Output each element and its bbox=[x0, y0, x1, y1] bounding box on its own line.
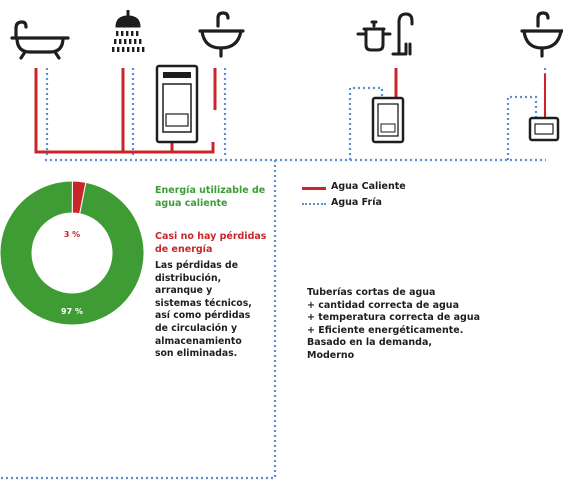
shower-icon bbox=[112, 10, 145, 52]
large-water-heater-icon bbox=[155, 64, 199, 144]
no-losses-title: Casi no hay pérdidas de energía bbox=[155, 231, 267, 255]
legend-cold-label: Agua Fría bbox=[331, 197, 382, 208]
sink-icon bbox=[198, 11, 245, 58]
benefits-block: Tuberías cortas de agua + cantidad corre… bbox=[307, 287, 527, 363]
small-water-heater-icon bbox=[528, 116, 560, 142]
legend-cold-line bbox=[302, 203, 326, 205]
donut-slice-label: 97 % bbox=[61, 307, 83, 316]
benefit-item: + cantidad correcta de agua bbox=[307, 299, 459, 311]
losses-description: Las pérdidas de distribución, arranque y… bbox=[155, 260, 252, 360]
hot-water-pipes bbox=[34, 68, 546, 154]
cold-water-pipes bbox=[0, 68, 547, 480]
usable-energy-label: Energía utilizable de agua caliente bbox=[155, 185, 266, 209]
cold-pipe-small-sink-heater bbox=[506, 95, 538, 160]
benefit-item: + temperatura correcta de agua bbox=[307, 312, 480, 324]
cold-pipe-kitchen bbox=[348, 86, 384, 160]
donut-slice-label: 3 % bbox=[64, 230, 80, 239]
benefits-title: Tuberías cortas de agua bbox=[307, 287, 436, 298]
cold-pipe-return bbox=[0, 160, 277, 480]
legend-hot-line bbox=[302, 187, 326, 190]
medium-water-heater-icon bbox=[371, 96, 405, 144]
benefit-item: Basado en la demanda, bbox=[307, 337, 432, 349]
bathtub-icon bbox=[10, 20, 70, 60]
cooking-pot-icon bbox=[356, 20, 392, 52]
benefit-item: Moderno bbox=[307, 349, 355, 361]
kitchen-faucet-icon bbox=[391, 12, 414, 56]
legend-hot-label: Agua Caliente bbox=[331, 181, 406, 192]
benefit-item: + Eficiente energéticamente. bbox=[307, 324, 464, 336]
donut-slice bbox=[0, 180, 145, 326]
energy-donut-chart: 3 % 97 % bbox=[0, 180, 145, 326]
sink-icon bbox=[520, 11, 563, 58]
